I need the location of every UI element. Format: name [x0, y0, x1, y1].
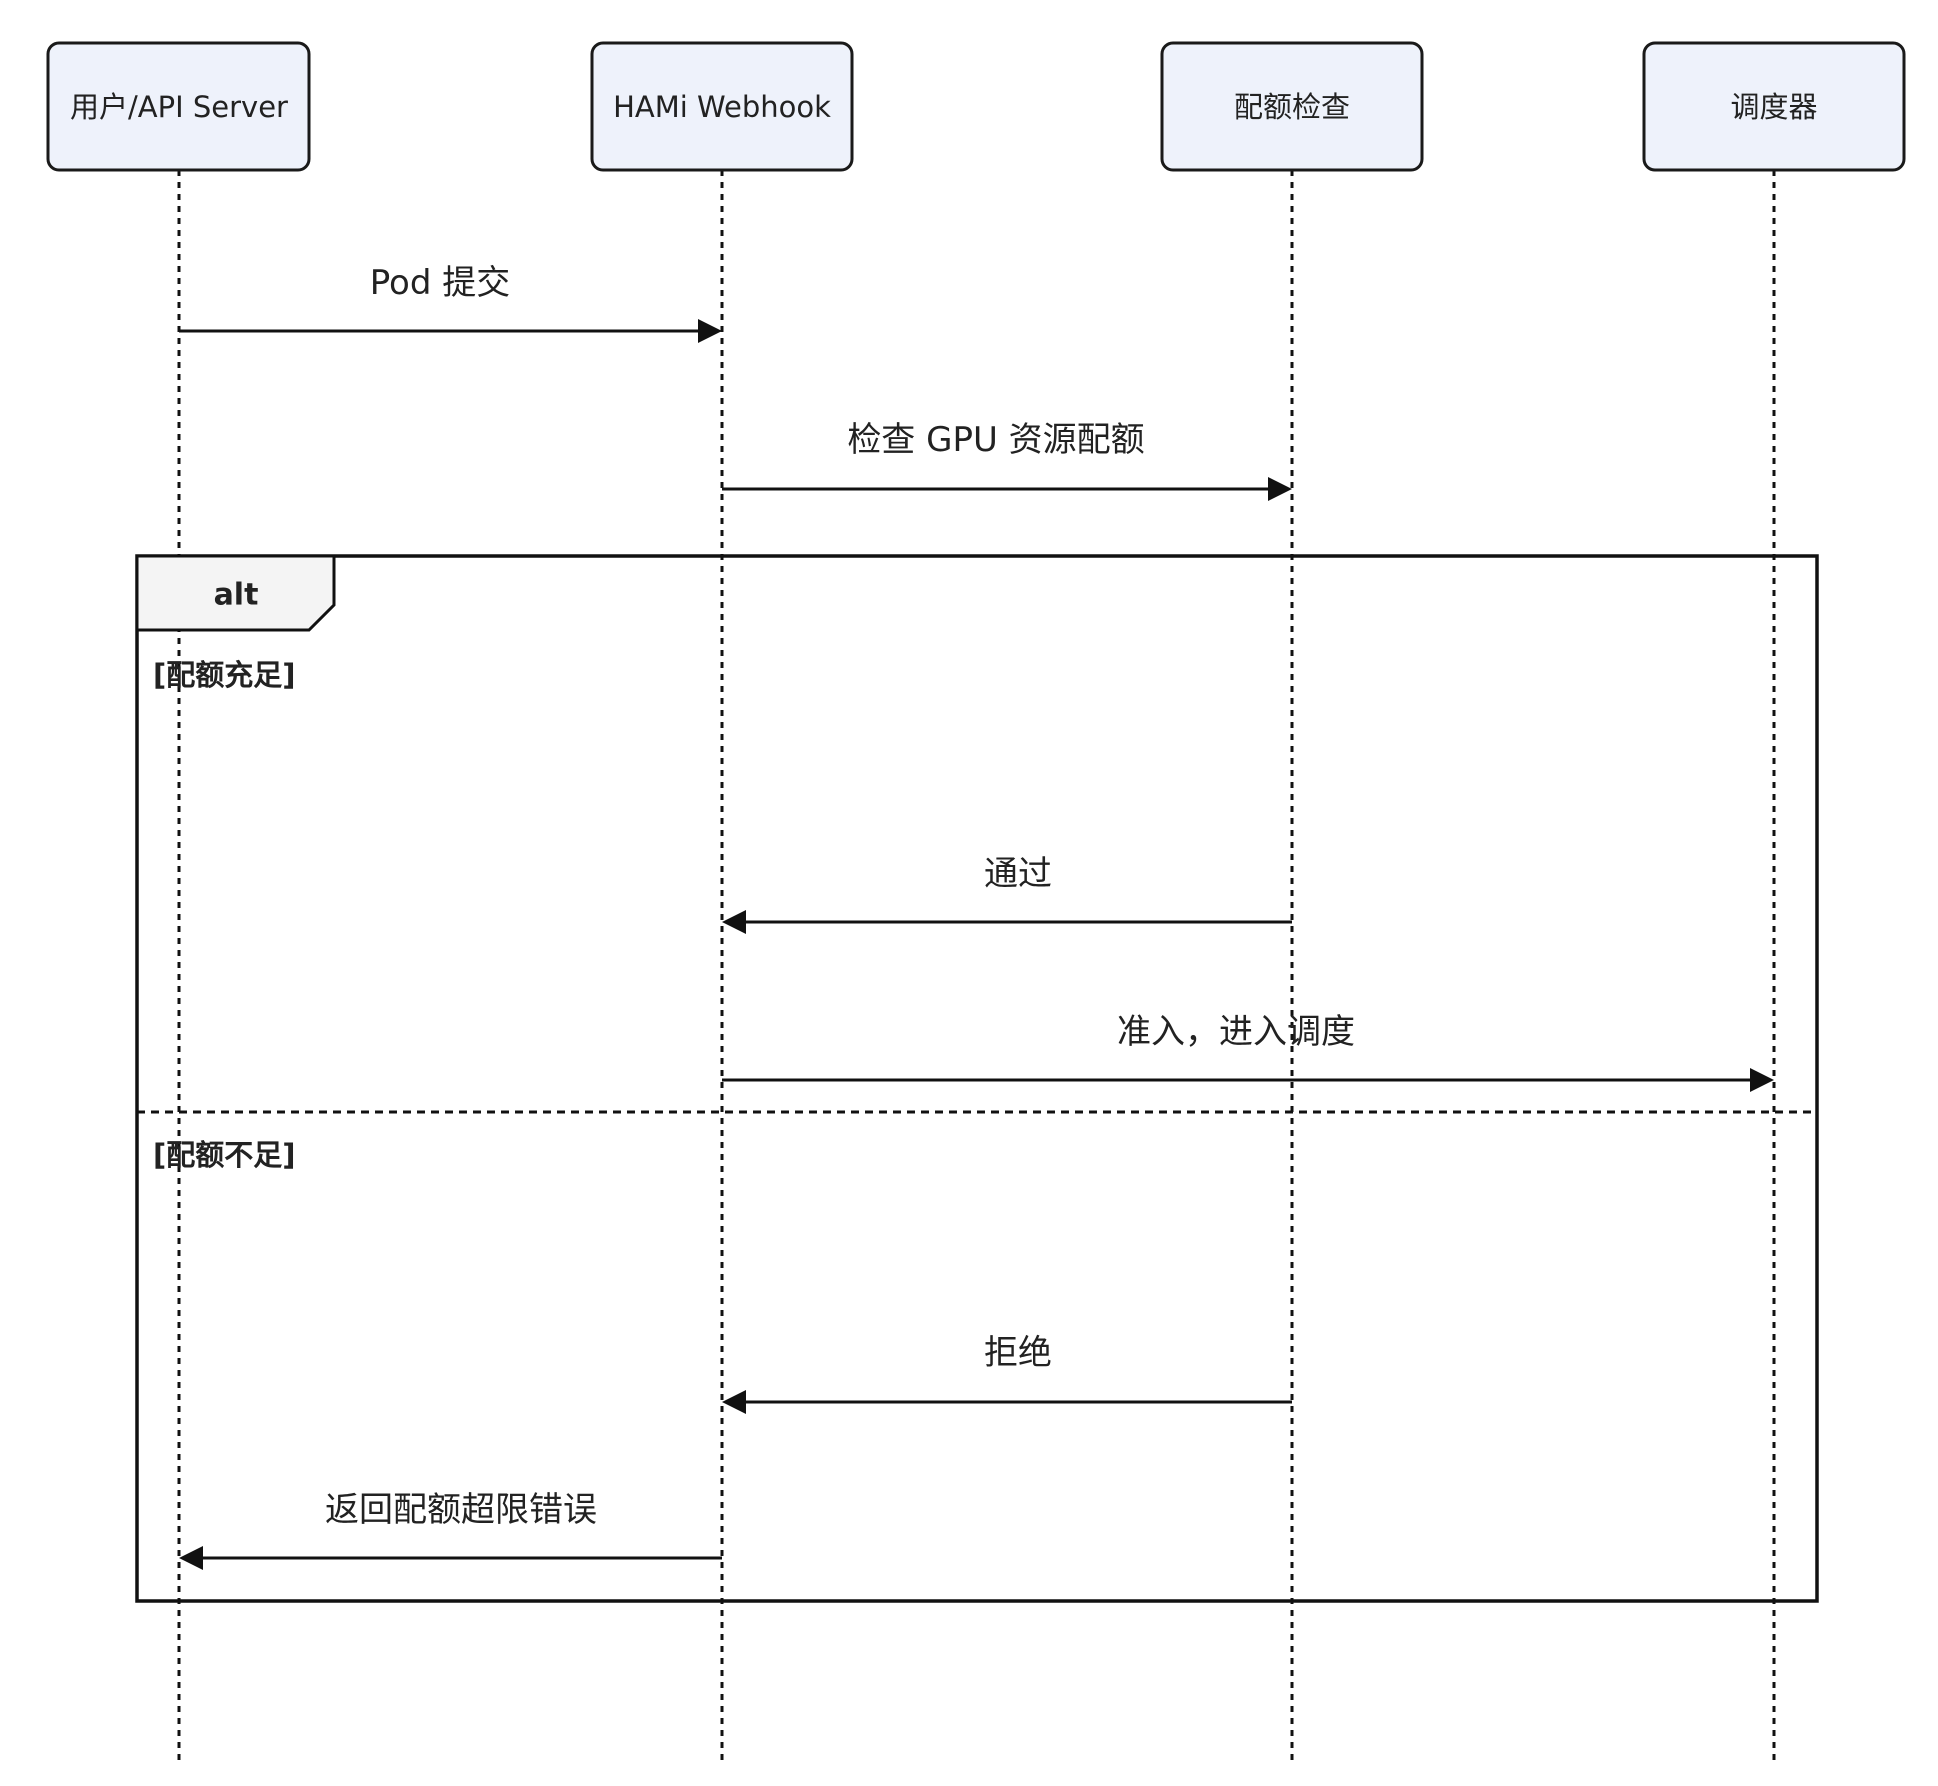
message-reject-label: 拒绝	[984, 1333, 1052, 1373]
participant-user: 用户/API Server	[46, 41, 311, 172]
message-admit-label: 准入，进入调度	[1117, 1012, 1355, 1052]
message-return-error-label: 返回配额超限错误	[325, 1490, 597, 1530]
message-check-quota: 检查 GPU 资源配额	[722, 420, 1292, 501]
message-pod-submit-label: Pod 提交	[370, 263, 510, 303]
alt-frame-label: alt	[214, 578, 259, 613]
message-pass: 通过	[722, 854, 1292, 934]
message-pod-submit: Pod 提交	[179, 263, 722, 343]
guard-insufficient: [配额不足]	[153, 1138, 296, 1172]
message-admit: 准入，进入调度	[722, 1012, 1774, 1092]
participant-quota-label: 配额检查	[1234, 90, 1350, 124]
alt-frame: alt [配额充足] [配额不足]	[135, 554, 1819, 1603]
participant-scheduler-label: 调度器	[1730, 90, 1817, 124]
message-return-error: 返回配额超限错误	[179, 1490, 722, 1570]
arrowhead	[1750, 1068, 1774, 1092]
message-reject: 拒绝	[722, 1333, 1292, 1414]
participant-scheduler: 调度器	[1642, 41, 1906, 172]
message-check-quota-label: 检查 GPU 资源配额	[847, 420, 1144, 460]
guard-sufficient: [配额充足]	[153, 658, 296, 692]
participant-quota: 配额检查	[1160, 41, 1424, 172]
participant-webhook: HAMi Webhook	[590, 41, 854, 172]
participant-webhook-label: HAMi Webhook	[613, 90, 831, 124]
arrowhead	[722, 1390, 746, 1414]
arrowhead	[698, 319, 722, 343]
participant-user-label: 用户/API Server	[70, 90, 288, 124]
arrowhead	[722, 910, 746, 934]
message-pass-label: 通过	[984, 854, 1052, 894]
arrowhead	[179, 1546, 203, 1570]
arrowhead	[1268, 477, 1292, 501]
